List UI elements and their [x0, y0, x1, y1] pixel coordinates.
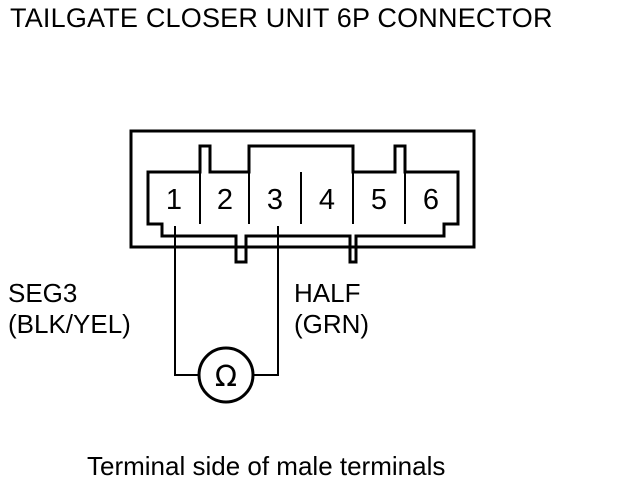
- terminal-6-label: 6: [423, 184, 439, 216]
- view-caption: Terminal side of male terminals: [87, 451, 446, 481]
- probe-lead-right: [253, 226, 279, 376]
- terminal-3-label: 3: [267, 184, 283, 216]
- terminal-1-label: 1: [166, 184, 182, 216]
- terminal-4-label: 4: [319, 184, 335, 216]
- ohm-symbol: Ω: [215, 359, 237, 393]
- probe-right-wire-color: (GRN): [294, 309, 370, 339]
- diagram-title: TAILGATE CLOSER UNIT 6P CONNECTOR: [10, 3, 553, 33]
- terminal-2-label: 2: [217, 184, 233, 216]
- probe-left-name: SEG3: [8, 278, 78, 308]
- connector-housing: [129, 129, 476, 249]
- probe-lead-left: [174, 226, 199, 376]
- probe-left-wire-color: (BLK/YEL): [8, 309, 131, 339]
- terminal-5-label: 5: [371, 184, 387, 216]
- terminal-cavity-outline: [146, 144, 460, 264]
- probe-right-name: HALF: [294, 278, 361, 308]
- ohmmeter-icon: Ω: [197, 346, 255, 404]
- terminal-dividers: [199, 172, 406, 224]
